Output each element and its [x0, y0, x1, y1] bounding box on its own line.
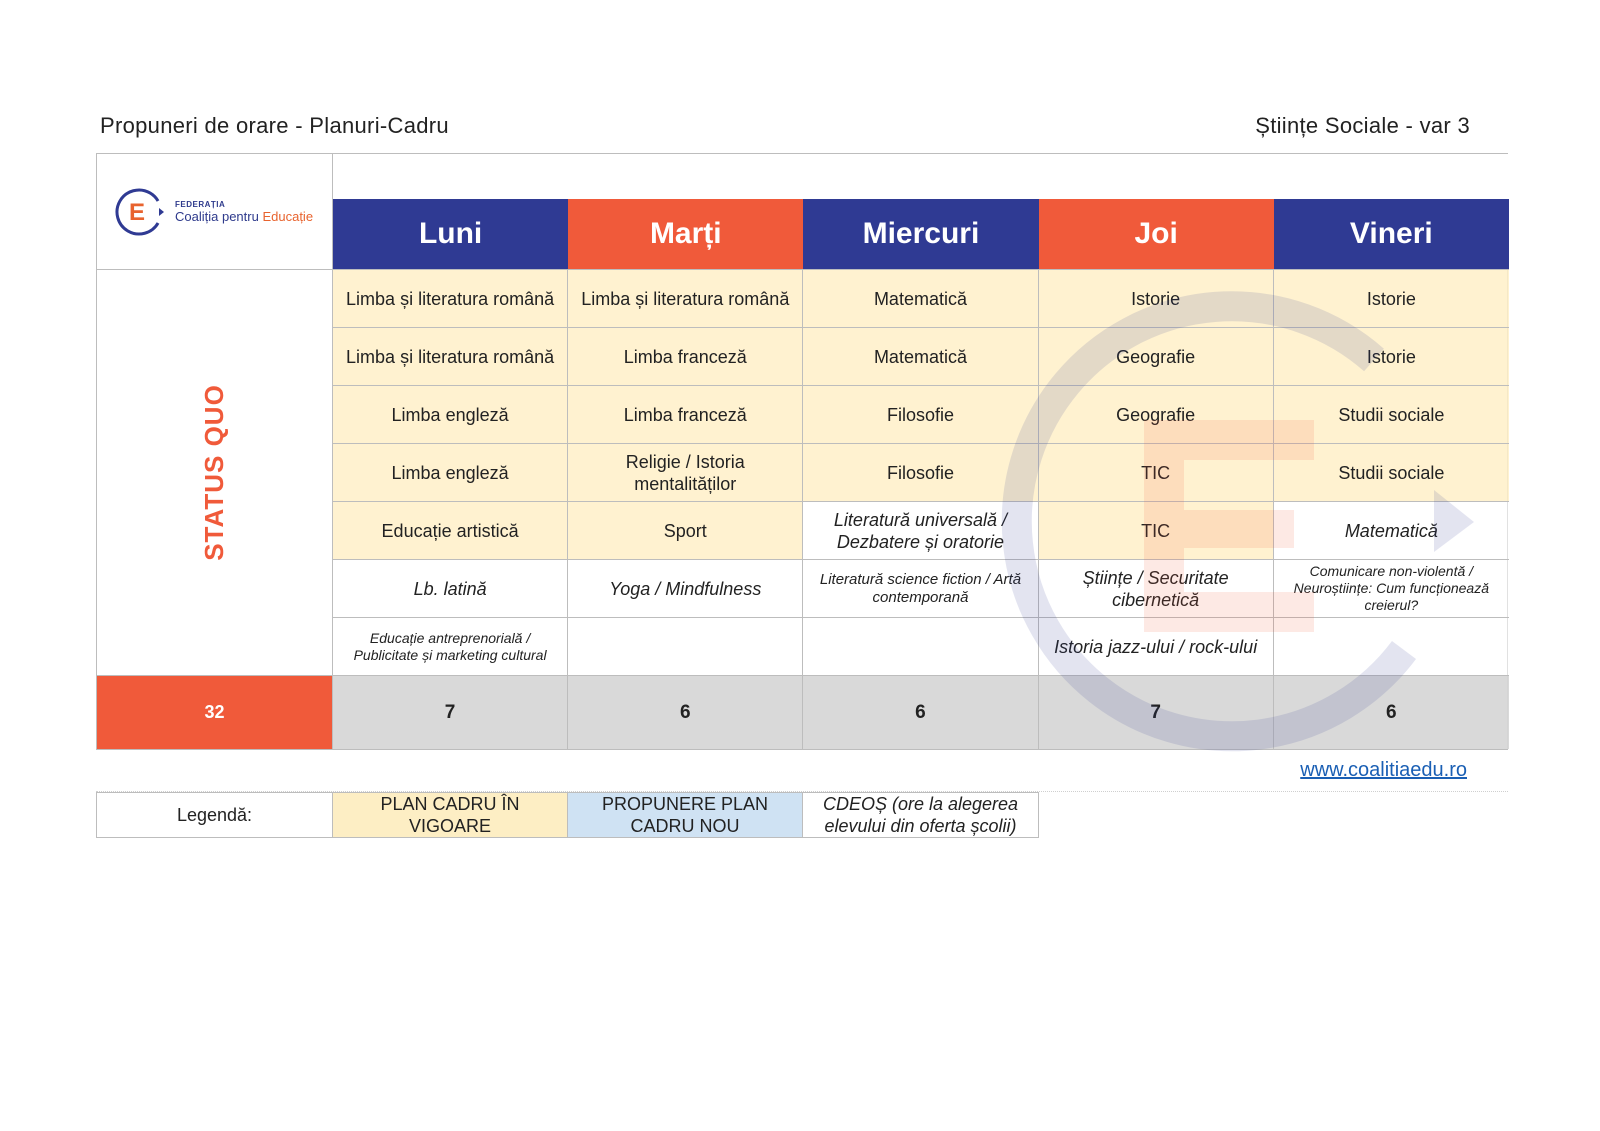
status-quo-label: STATUS QUO — [199, 384, 229, 561]
legend-label: Legendă: — [97, 793, 333, 837]
timetable-cell: Limba franceză — [568, 328, 804, 386]
logo-text: FEDERAȚIA Coaliția pentru Educație — [175, 200, 313, 224]
timetable-cell: Studii sociale — [1273, 386, 1509, 444]
timetable-cell: Istorie — [1273, 270, 1509, 328]
day-hours-count: 6 — [568, 676, 804, 749]
logo-cell: E FEDERAȚIA Coaliția pentru Educație — [97, 154, 333, 270]
status-quo-label-cell: STATUS QUO — [97, 270, 333, 676]
timetable-cell: Lb. latină — [333, 560, 569, 618]
timetable-cell: Sport — [568, 502, 804, 560]
timetable-cell: Filosofie — [803, 444, 1039, 502]
logo-e-icon: E — [113, 186, 165, 238]
timetable-cell — [568, 618, 804, 676]
day-hours-count: 7 — [1038, 676, 1274, 749]
day-header-marti: Marți — [568, 199, 804, 270]
logo-federation: FEDERAȚIA — [175, 199, 226, 209]
timetable-cell — [1273, 618, 1509, 676]
day-header-joi: Joi — [1038, 199, 1274, 270]
timetable-cell: Științe / Securitate cibernetică — [1038, 560, 1274, 618]
timetable-cell: Literatură universală / Dezbatere și ora… — [803, 502, 1039, 560]
timetable-grid: E FEDERAȚIA Coaliția pentru Educație Lun… — [96, 153, 1509, 750]
timetable-cell: Filosofie — [803, 386, 1039, 444]
timetable-cell: Geografie — [1038, 328, 1274, 386]
timetable-cell: TIC — [1038, 502, 1274, 560]
website-link[interactable]: www.coalitiaedu.ro — [1300, 759, 1467, 781]
legend-cdeos: CDEOȘ (ore la alegerea elevului din ofer… — [803, 793, 1038, 837]
timetable-cell: Limba și literatura română — [333, 328, 569, 386]
timetable-cell: Matematică — [803, 328, 1039, 386]
day-hours-count: 6 — [803, 676, 1039, 749]
logo-name: Coaliția pentru Educație — [175, 208, 314, 224]
day-hours-count: 7 — [333, 676, 569, 749]
timetable-cell: Limba și literatura română — [333, 270, 569, 328]
day-hours-count: 6 — [1273, 676, 1509, 749]
timetable-cell: Geografie — [1038, 386, 1274, 444]
page-title: Propuneri de orare - Planuri-Cadru — [100, 113, 449, 138]
timetable-cell: Istoria jazz-ului / rock-ului — [1038, 618, 1274, 676]
timetable-cell: Literatură science fiction / Artă contem… — [803, 560, 1039, 618]
header-spacer — [333, 154, 1509, 199]
timetable-cell: Educație antreprenorială / Publicitate ș… — [333, 618, 569, 676]
timetable-cell: Yoga / Mindfulness — [568, 560, 804, 618]
timetable: E FEDERAȚIA Coaliția pentru Educație Lun… — [96, 153, 1509, 752]
timetable-cell — [803, 618, 1039, 676]
legend-plan-cadru: PLAN CADRU ÎN VIGOARE — [333, 793, 568, 837]
timetable-cell: Istorie — [1038, 270, 1274, 328]
timetable-cell: Limba și literatura română — [568, 270, 804, 328]
legend-plan-nou: PROPUNERE PLAN CADRU NOU — [568, 793, 803, 837]
timetable-cell: Comunicare non-violentă / Neuroștiințe: … — [1273, 560, 1509, 618]
timetable-cell: Istorie — [1273, 328, 1509, 386]
logo-letter: E — [129, 199, 145, 226]
timetable-cell: Matematică — [803, 270, 1039, 328]
timetable-cell: Religie / Istoria mentalităților — [568, 444, 804, 502]
day-header-miercuri: Miercuri — [803, 199, 1039, 270]
timetable-cell: TIC — [1038, 444, 1274, 502]
timetable-cell: Matematică — [1273, 502, 1509, 560]
timetable-cell: Limba engleză — [333, 386, 569, 444]
day-header-vineri: Vineri — [1273, 199, 1509, 270]
total-hours: 32 — [97, 676, 333, 749]
timetable-cell: Limba engleză — [333, 444, 569, 502]
timetable-cell: Educație artistică — [333, 502, 569, 560]
legend: Legendă: PLAN CADRU ÎN VIGOARE PROPUNERE… — [96, 792, 1039, 838]
timetable-cell: Studii sociale — [1273, 444, 1509, 502]
page-variant: Științe Sociale - var 3 — [1255, 113, 1470, 138]
timetable-cell: Limba franceză — [568, 386, 804, 444]
day-header-luni: Luni — [333, 199, 569, 270]
divider — [96, 791, 1508, 792]
